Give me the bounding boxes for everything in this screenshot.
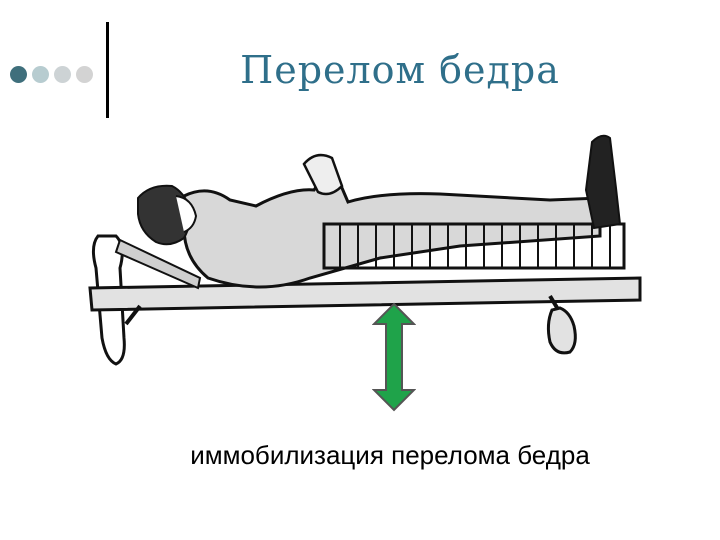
stretcher-handle-right [546,306,577,355]
decorative-divider [106,22,109,118]
stretcher-splint-illustration [88,134,642,366]
dot-light [76,66,93,83]
dot-light [32,66,49,83]
slide-title: Перелом бедра [240,48,560,92]
slide-caption: иммобилизация перелома бедра [190,440,590,470]
patient-hands [302,153,344,196]
patient-body [182,172,602,289]
patient-foot [584,134,622,230]
leg-splint [322,222,626,270]
splint-slats [339,224,611,268]
dot-dark [10,66,27,83]
decorative-dots [10,66,96,84]
dot-light [54,66,71,83]
double-arrow-icon [372,302,416,412]
patient-face [175,195,198,233]
head-strap [114,238,202,290]
stretcher-pole [88,276,642,312]
